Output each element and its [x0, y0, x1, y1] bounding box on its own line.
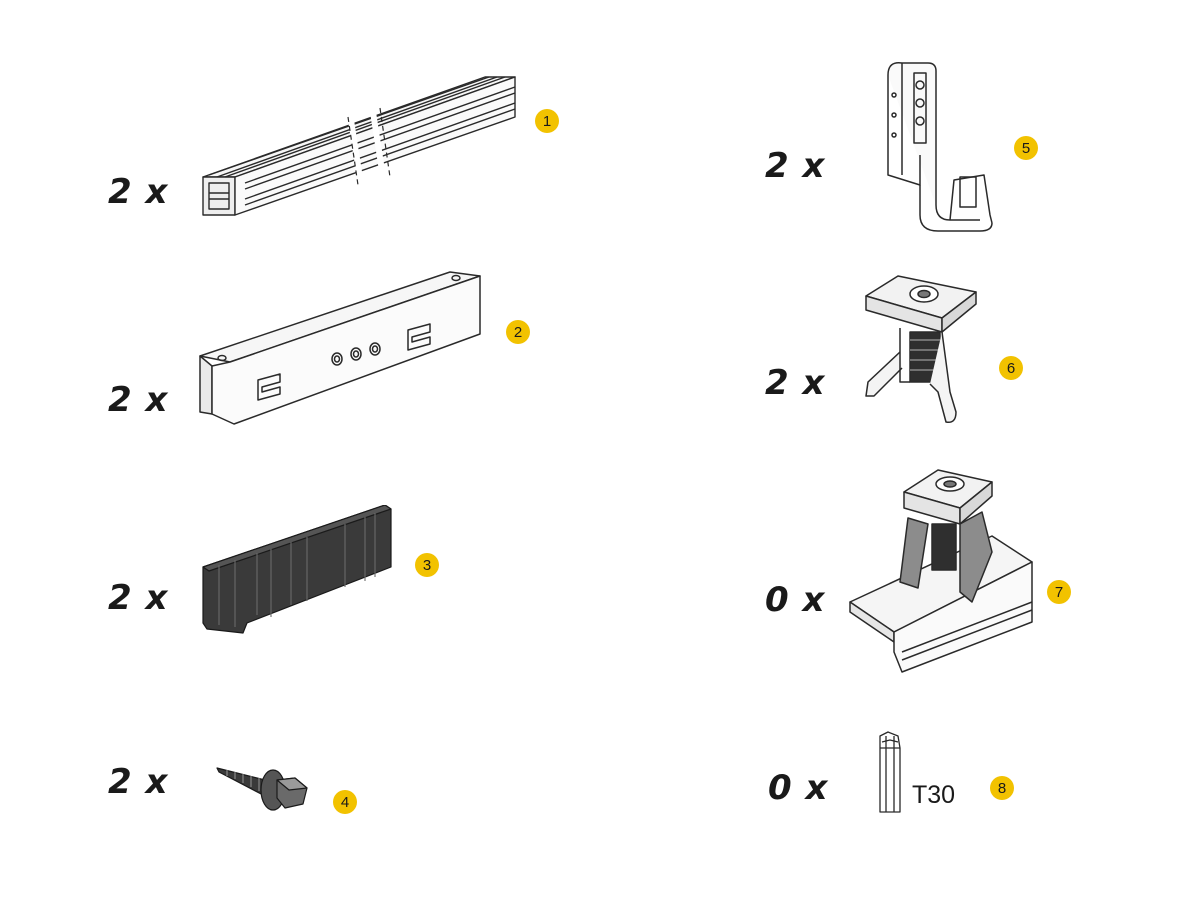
- rail-profile-icon: [202, 76, 516, 216]
- quantity-item-7: 0 x: [765, 580, 826, 620]
- rail-connector-icon: [199, 271, 481, 425]
- torx-bit-icon: [879, 731, 901, 813]
- item-number-badge-4: 4: [333, 790, 357, 814]
- item-number-badge-7: 7: [1047, 580, 1071, 604]
- item-number-badge-8: 8: [990, 776, 1014, 800]
- quantity-item-5: 2 x: [765, 146, 826, 186]
- quantity-item-8: 0 x: [768, 768, 829, 808]
- item-number-badge-2: 2: [506, 320, 530, 344]
- quantity-item-1: 2 x: [108, 172, 169, 212]
- quantity-item-2: 2 x: [108, 380, 169, 420]
- item-number-badge-5: 5: [1014, 136, 1038, 160]
- middle-clamp-icon: [849, 469, 1033, 673]
- roof-hook-icon: [887, 62, 993, 232]
- quantity-item-3: 2 x: [108, 578, 169, 618]
- item-number-badge-3: 3: [415, 553, 439, 577]
- quantity-item-4: 2 x: [108, 762, 169, 802]
- item-number-badge-6: 6: [999, 356, 1023, 380]
- rubber-spacer-icon: [202, 505, 392, 634]
- end-clamp-icon: [865, 275, 977, 424]
- quantity-item-6: 2 x: [765, 363, 826, 403]
- hex-screw-icon: [216, 767, 308, 811]
- item-number-badge-1: 1: [535, 109, 559, 133]
- tool-size-label: T30: [912, 781, 956, 809]
